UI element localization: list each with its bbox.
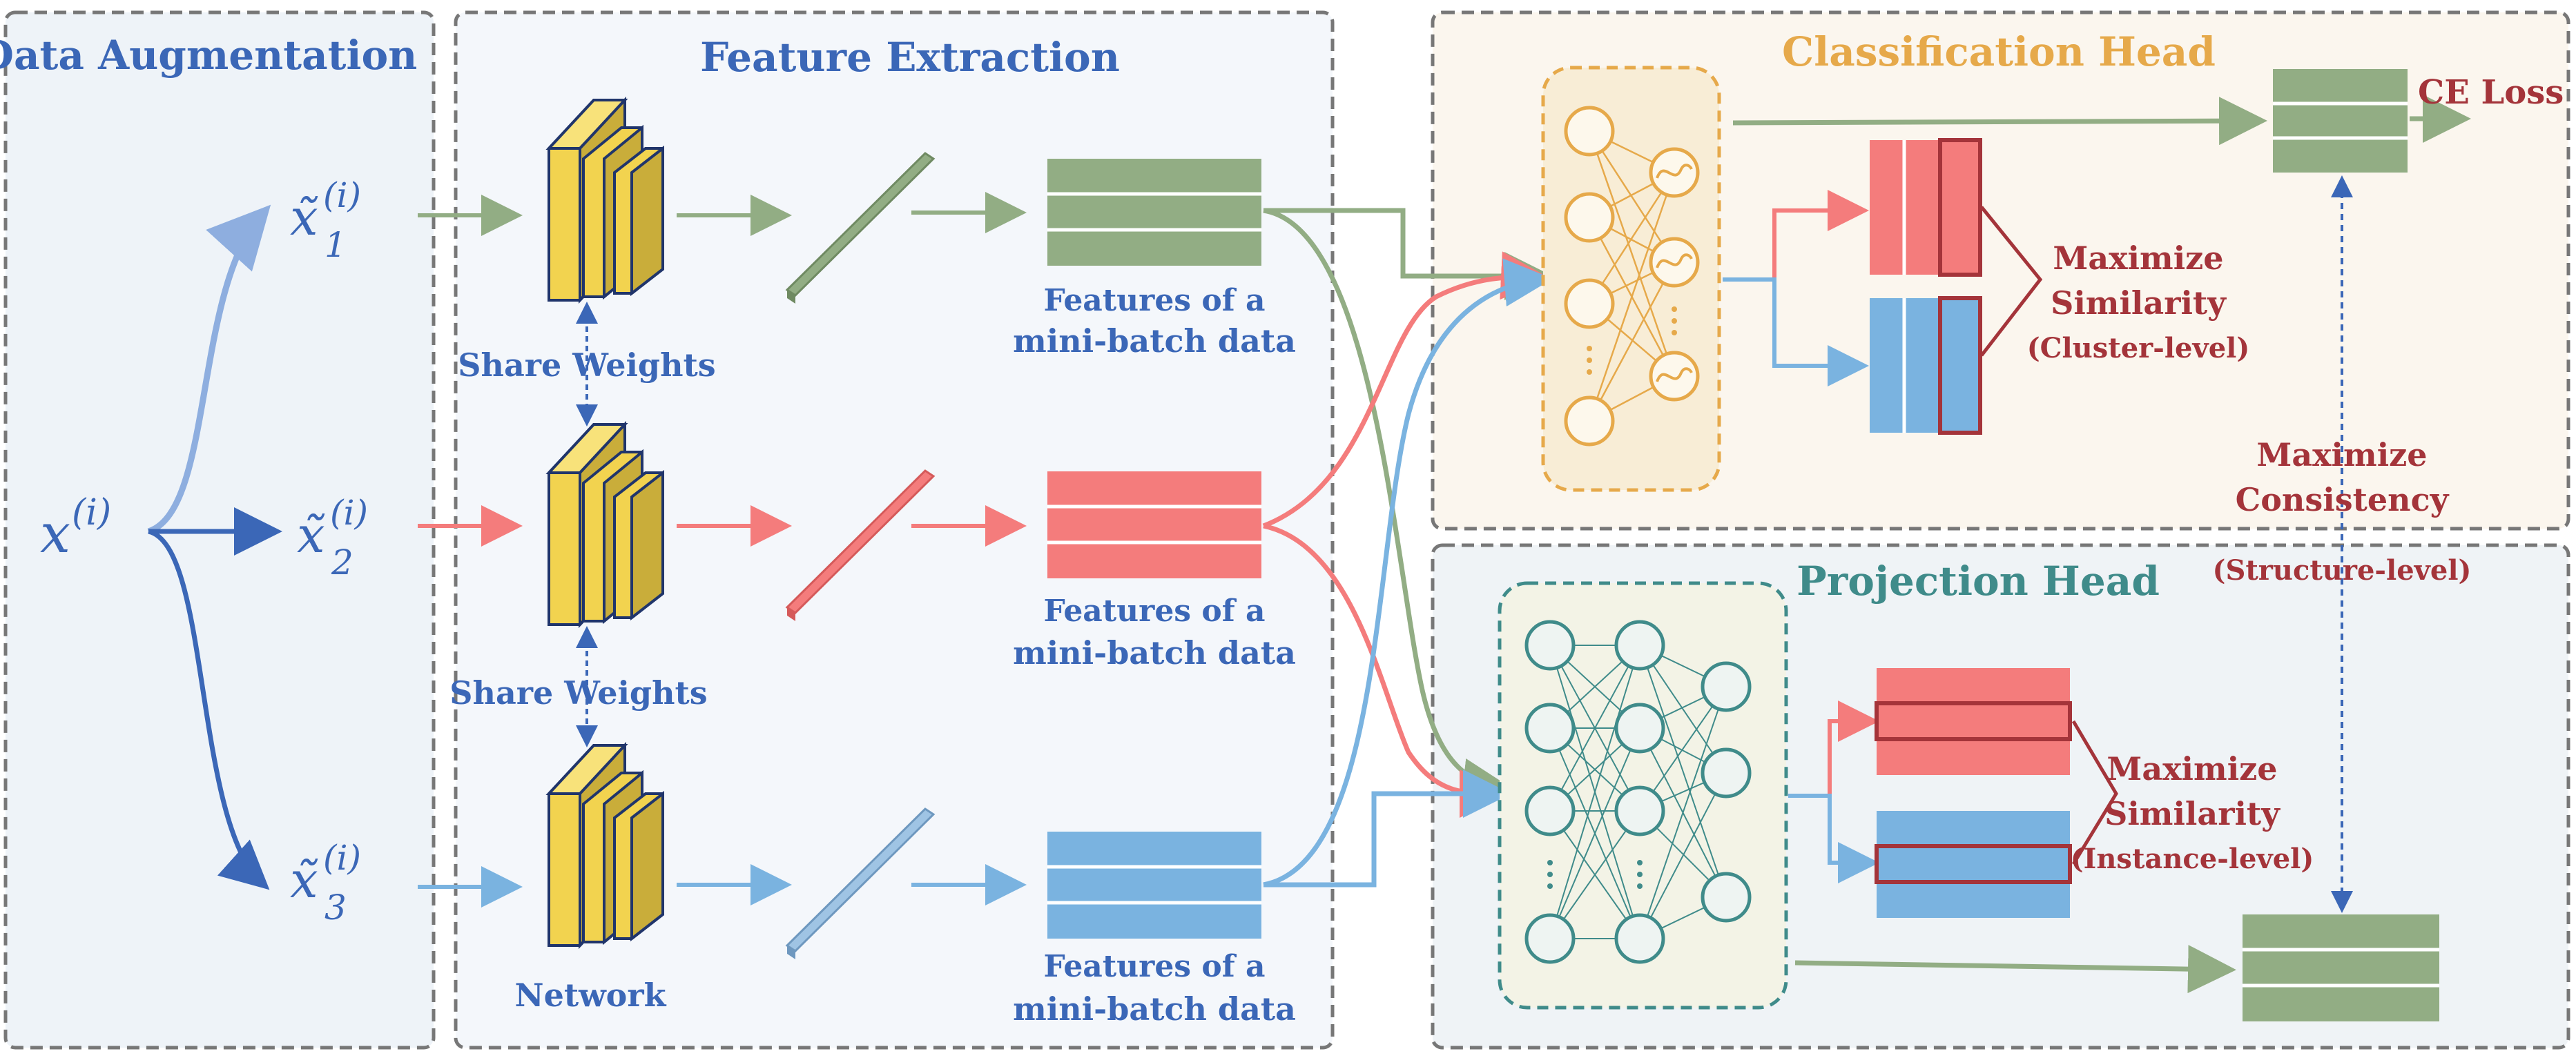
encoder-2 xyxy=(545,420,664,629)
features-caption-1a: Features of a xyxy=(1043,283,1265,318)
svg-text:3: 3 xyxy=(325,888,347,928)
feature-matrix-2 xyxy=(1047,471,1261,578)
instance-level-label: (Instance-level) xyxy=(2071,843,2314,875)
cluster-matrix-red xyxy=(1870,138,1982,277)
instance-matrix-blue xyxy=(1875,811,2072,918)
features-caption-3b: mini-batch data xyxy=(1013,990,1296,1028)
svg-text:x̃: x̃ xyxy=(290,851,318,909)
connector-blue-to-classification xyxy=(1263,258,1553,888)
features-caption-2a: Features of a xyxy=(1043,594,1265,629)
svg-text:1: 1 xyxy=(325,225,347,265)
share-weights-label-1: Share Weights xyxy=(458,346,715,384)
svg-text:(i): (i) xyxy=(330,493,368,533)
instance-matrix-red xyxy=(1875,668,2072,775)
projection-neurons xyxy=(1524,620,1752,964)
svg-text:(i): (i) xyxy=(72,492,111,533)
panel-feature-extraction xyxy=(454,10,1335,1050)
title-projection-head: Projection Head xyxy=(1797,558,2160,605)
feature-vector-2 xyxy=(785,469,936,621)
arrow-cluster-branch-blue xyxy=(1723,277,1869,386)
structure-matrix xyxy=(2243,914,2439,1021)
classification-activation-icons xyxy=(1656,164,1693,382)
ce-loss-label: CE Loss xyxy=(2418,73,2564,112)
classification-neurons xyxy=(1564,106,1700,447)
svg-text:(i): (i) xyxy=(323,838,361,878)
features-caption-3a: Features of a xyxy=(1043,949,1265,984)
features-caption-1b: mini-batch data xyxy=(1013,322,1296,360)
instance-maximize: Maximize xyxy=(2107,750,2277,787)
consistency-maximize: Maximize xyxy=(2256,436,2427,473)
augmented-x2: x̃ (i) 2 xyxy=(297,493,368,582)
title-data-augmentation: Data Augmentation xyxy=(0,32,417,79)
connector-green-to-classification xyxy=(1263,208,1553,300)
input-x: x (i) xyxy=(40,492,111,565)
augmented-x3: x̃ (i) 3 xyxy=(290,838,361,928)
title-classification-head: Classification Head xyxy=(1782,28,2216,75)
branch-arrow-1 xyxy=(147,204,271,535)
cluster-matrix-blue xyxy=(1870,296,1982,435)
connector-red-to-projection xyxy=(1263,523,1508,818)
feature-matrix-1 xyxy=(1047,159,1261,266)
title-feature-extraction: Feature Extraction xyxy=(700,34,1120,81)
ce-loss-matrix xyxy=(2273,69,2408,173)
cluster-maximize: Maximize xyxy=(2053,239,2223,277)
svg-text:x: x xyxy=(40,503,70,565)
svg-text:x̃: x̃ xyxy=(297,506,325,564)
share-weights-label-2: Share Weights xyxy=(449,674,707,712)
cluster-bracket xyxy=(1980,206,2043,357)
instance-similarity: Similarity xyxy=(2104,795,2280,832)
svg-text:x̃: x̃ xyxy=(290,188,318,246)
encoder-1 xyxy=(545,96,664,304)
network-label: Network xyxy=(515,977,667,1014)
classification-ellipsis xyxy=(1587,306,1677,375)
arrow-to-ce-matrix xyxy=(1732,97,2267,146)
feature-vector-1 xyxy=(785,152,936,304)
connector-blue-to-projection xyxy=(1263,770,1511,888)
arrow-instance-branch-blue xyxy=(1788,794,1879,883)
feature-matrix-3 xyxy=(1047,832,1261,939)
connector-red-to-classification xyxy=(1262,251,1549,529)
cluster-similarity: Similarity xyxy=(2051,284,2227,322)
augmented-x1: x̃ (i) 1 xyxy=(290,175,361,265)
instance-bracket xyxy=(2071,720,2118,865)
projection-ellipsis xyxy=(1547,860,1643,889)
arrow-to-structure-matrix xyxy=(1794,945,2236,994)
svg-text:(i): (i) xyxy=(323,175,361,215)
encoder-3 xyxy=(545,741,664,950)
branch-arrow-3 xyxy=(147,529,270,890)
cluster-level-label: (Cluster-level) xyxy=(2027,332,2250,364)
features-caption-2b: mini-batch data xyxy=(1013,634,1296,672)
structure-level-label: (Structure-level) xyxy=(2213,554,2472,587)
consistency-word: Consistency xyxy=(2236,481,2450,518)
feature-vector-3 xyxy=(785,807,936,959)
connector-green-to-projection xyxy=(1263,208,1511,807)
svg-text:2: 2 xyxy=(331,542,354,582)
